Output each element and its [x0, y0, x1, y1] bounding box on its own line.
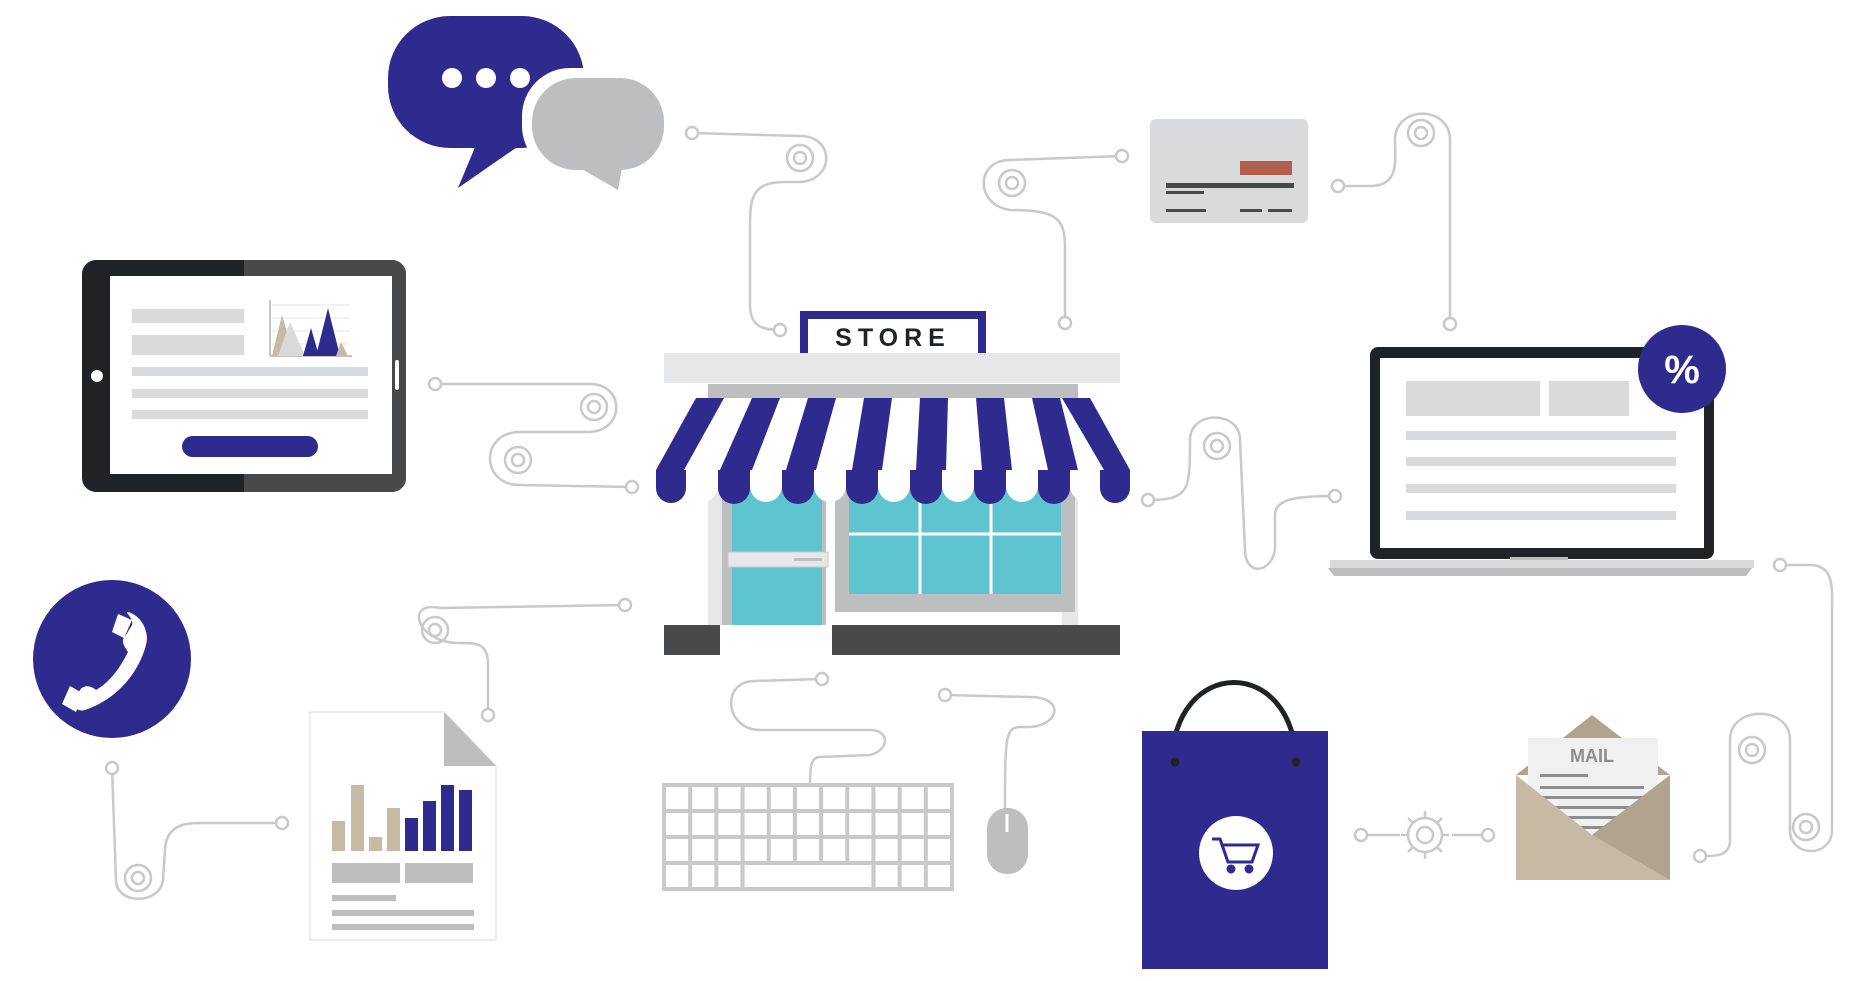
gear-icon [1401, 811, 1449, 859]
keyboard-key [744, 839, 767, 861]
keyboard-key [875, 813, 898, 835]
chat-bubbles-icon [388, 16, 674, 190]
keyboard-key [718, 865, 741, 887]
keyboard-key [770, 813, 793, 835]
keyboard-icon [662, 783, 954, 891]
keyboard-key [927, 839, 950, 861]
keyboard-key [927, 787, 950, 809]
tablet-icon [82, 260, 406, 492]
keyboard-key [849, 839, 872, 861]
mini-chart-graphic [269, 300, 352, 357]
keyboard-key [796, 839, 820, 861]
keyboard-key [901, 787, 924, 809]
keyboard-key [692, 787, 715, 809]
connector-lines [104, 112, 1834, 900]
credit-card-icon [1150, 119, 1308, 223]
keyboard-key [718, 813, 741, 835]
keyboard-key [927, 865, 950, 887]
keyboard-key [927, 813, 950, 835]
shopping-bag-icon [1142, 680, 1328, 969]
keyboard-key [901, 813, 924, 835]
keyboard-key [692, 813, 715, 835]
percent-symbol: % [1664, 348, 1700, 392]
keyboard-key [666, 787, 689, 809]
keyboard-key [849, 787, 872, 809]
cart-icon [1212, 837, 1261, 874]
store-awning [656, 398, 1130, 504]
keyboard-key [666, 813, 689, 835]
keyboard-key [901, 865, 924, 887]
envelope-icon [1516, 715, 1670, 880]
keyboard-key [718, 787, 741, 809]
store-sign-text: STORE [835, 324, 951, 352]
keyboard-spacebar [744, 865, 872, 887]
keyboard-key [770, 787, 793, 809]
keyboard-key [770, 839, 793, 861]
keyboard-key [666, 865, 689, 887]
mouse-icon [987, 808, 1028, 874]
keyboard-key [901, 839, 924, 861]
keyboard-key [692, 839, 715, 861]
keyboard-key [744, 813, 767, 835]
keyboard-key [692, 865, 715, 887]
keyboard-key [875, 839, 898, 861]
keyboard-key [823, 839, 846, 861]
keyboard-key [875, 787, 898, 809]
keyboard-key [744, 787, 767, 809]
keyboard-key [849, 813, 872, 835]
keyboard-key [823, 813, 846, 835]
keyboard-key [718, 839, 741, 861]
storefront-icon [656, 311, 1130, 655]
percent-badge-icon [1638, 325, 1726, 413]
phone-icon [33, 580, 191, 738]
keyboard-key [875, 865, 898, 887]
report-document-icon [309, 711, 497, 941]
keyboard-key [823, 787, 846, 809]
keyboard-key [796, 787, 820, 809]
keyboard-key [796, 813, 820, 835]
mail-label: MAIL [1570, 746, 1614, 766]
keyboard-key [666, 839, 689, 861]
